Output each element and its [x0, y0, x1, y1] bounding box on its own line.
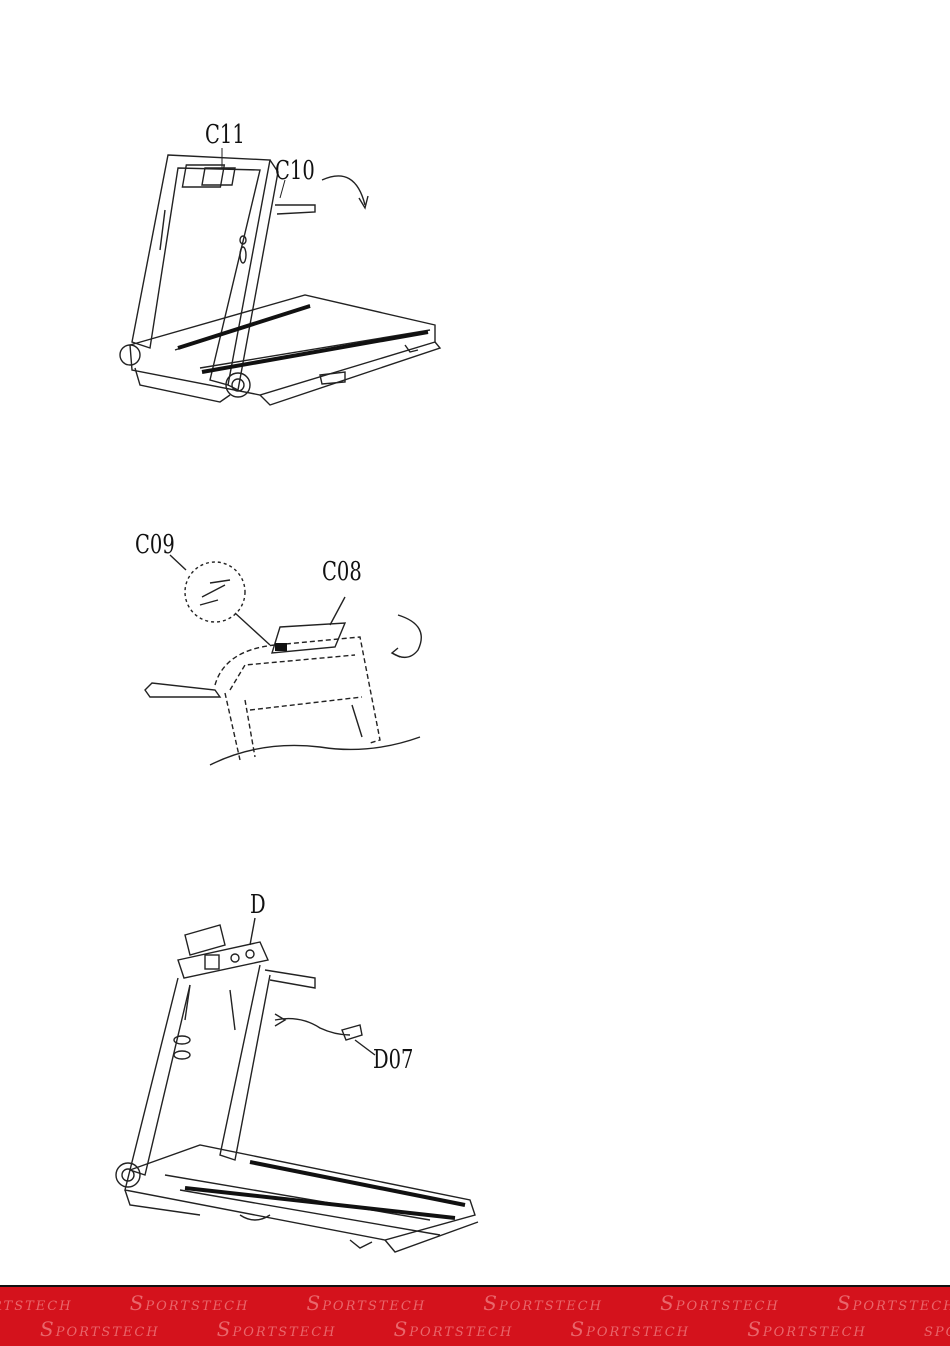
label-c08: C08: [322, 557, 362, 587]
treadmill-drawing-3: [110, 890, 490, 1260]
brand-logo: SPORTSTECH: [40, 1317, 160, 1341]
brand-logo: SPORTSTECH: [306, 1291, 426, 1315]
brand-logo: SPORTSTECH: [217, 1317, 337, 1341]
brand-row-bottom: SPORTSTECH SPORTSTECH SPORTSTECH SPORTST…: [40, 1317, 950, 1341]
brand-logo: SPORTSTECH: [483, 1291, 603, 1315]
brand-logo: SPORTSTECH: [130, 1291, 250, 1315]
label-c11: C11: [205, 120, 245, 150]
label-d: D: [250, 890, 266, 920]
label-c10: C10: [275, 156, 315, 186]
figure-1-treadmill-console: C11 C10: [110, 110, 460, 420]
brand-logo: SPORTSTECH: [570, 1317, 690, 1341]
footer-brand-band: RTSTECH SPORTSTECH SPORTSTECH SPORTSTECH…: [0, 1285, 950, 1346]
brand-logo: RTSTECH: [0, 1299, 73, 1314]
label-d07: D07: [373, 1045, 413, 1075]
figure-2-console-closeup: C09 C08: [130, 525, 430, 775]
console-drawing-2: [130, 525, 430, 775]
brand-logo: SPORTSTECH: [394, 1317, 514, 1341]
brand-logo: SPORTSTECH: [837, 1291, 950, 1315]
brand-row-top: RTSTECH SPORTSTECH SPORTSTECH SPORTSTECH…: [0, 1291, 950, 1315]
figure-3-treadmill-full: D D07: [110, 890, 490, 1260]
brand-logo: SPORTSTECH: [660, 1291, 780, 1315]
brand-logo: SPORT: [924, 1325, 950, 1340]
label-c09: C09: [135, 530, 175, 560]
brand-logo: SPORTSTECH: [747, 1317, 867, 1341]
